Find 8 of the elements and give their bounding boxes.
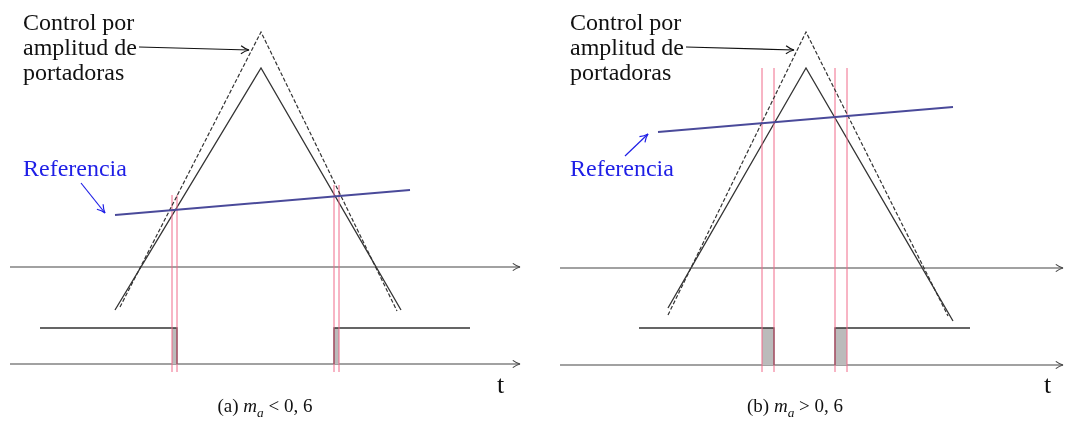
reference-label: Referencia	[23, 156, 128, 181]
reference-label: Referencia	[570, 156, 675, 181]
axis-label: t	[497, 370, 505, 400]
subfigure-caption: (b) m$_{a}$ > 0, 6	[747, 395, 843, 421]
carrier-label: Control por amplitud de portadoras	[570, 10, 685, 85]
carrier-label: Control por amplitud de portadoras	[23, 10, 138, 85]
axis-label: t	[1044, 370, 1052, 400]
subfigure-caption: (a) m$_{a}$ < 0, 6	[217, 395, 313, 421]
